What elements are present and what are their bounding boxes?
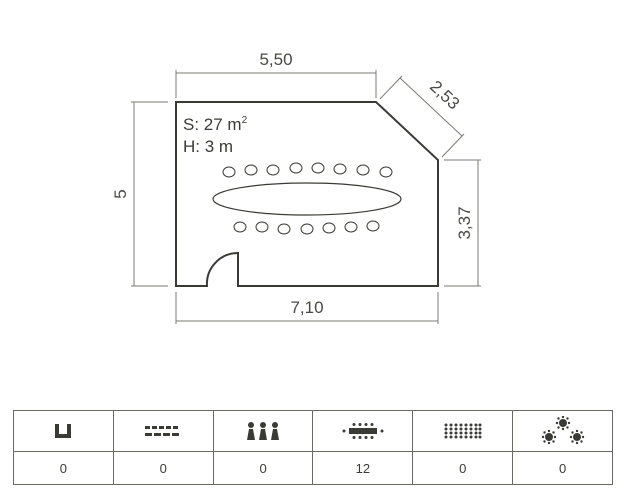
boardroom-icon [342, 423, 384, 439]
chairs-bottom [233, 220, 380, 235]
classroom-value: 0 [412, 451, 514, 485]
banquet-value: 0 [512, 451, 613, 485]
banquet-rounds-icon [541, 416, 584, 445]
dim-left-label: 5 [111, 189, 130, 198]
theatre-value: 0 [112, 451, 214, 485]
chairs-top [222, 162, 393, 178]
dim-bottom-label: 7,10 [290, 298, 323, 317]
chair [289, 162, 303, 174]
chair [379, 166, 393, 178]
chair [300, 223, 314, 235]
chair [311, 162, 325, 174]
u-shape-icon [55, 424, 72, 438]
people-value: 0 [212, 451, 314, 485]
chair [233, 221, 247, 233]
chair [277, 223, 291, 235]
chair [255, 221, 269, 233]
chair [344, 221, 358, 233]
chair [356, 164, 370, 176]
people-cell [212, 410, 314, 452]
boardroom-value: 12 [312, 451, 414, 485]
boardroom-cell [312, 410, 414, 452]
boardroom-table [212, 182, 402, 216]
chair [322, 222, 336, 234]
chair [244, 164, 258, 176]
capacity-table: 0 0 0 12 0 0 [13, 410, 613, 485]
people-icon [247, 422, 280, 440]
chair [222, 166, 236, 178]
classroom-grid-icon [444, 423, 482, 439]
dim-right-label: 3,37 [455, 206, 474, 239]
theatre-rows-icon [145, 426, 180, 436]
height-label: H: 3 m [183, 137, 233, 156]
area-label: S: 27 m2 [183, 115, 248, 134]
chair [266, 164, 280, 176]
banquet-cell [512, 410, 613, 452]
chair [366, 220, 380, 232]
chair [333, 163, 347, 175]
floor-plan: 5,50 2,53 5 3,37 7,10 S: 27 m2 H: 3 m [111, 50, 481, 324]
dimension-lines [131, 70, 481, 324]
theatre-cell [112, 410, 214, 452]
u-shape-cell [13, 410, 114, 452]
dim-top-label: 5,50 [259, 50, 292, 69]
room-outline [175, 101, 439, 287]
classroom-cell [412, 410, 514, 452]
u-shape-value: 0 [13, 451, 114, 485]
